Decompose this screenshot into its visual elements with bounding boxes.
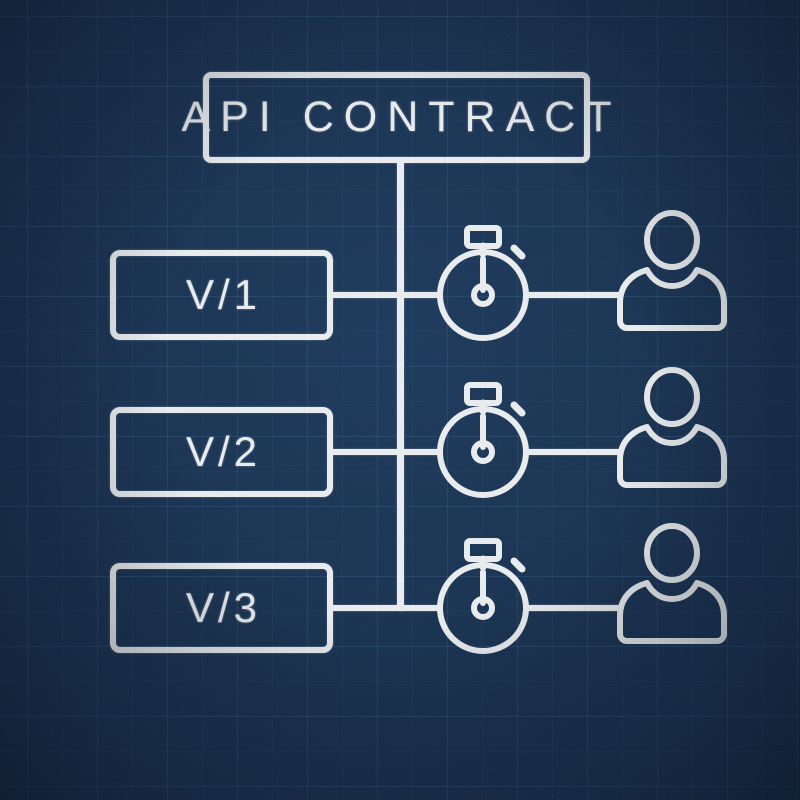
stopwatch-icon bbox=[437, 225, 529, 341]
stopwatch-icon bbox=[437, 538, 529, 654]
connector-v3-box-stopwatch bbox=[330, 605, 442, 611]
version-label-v1: V/1 bbox=[185, 271, 262, 318]
version-label-v3: V/3 bbox=[185, 584, 262, 631]
connector-v2-stopwatch-user bbox=[525, 449, 623, 455]
version-node-v2: V/2 bbox=[110, 407, 333, 497]
version-label-v2: V/2 bbox=[185, 428, 262, 475]
connector-v2-box-stopwatch bbox=[330, 449, 442, 455]
version-node-v1: V/1 bbox=[110, 250, 333, 340]
api-contract-node: API CONTRACT bbox=[181, 72, 612, 163]
stopwatch-icon bbox=[437, 382, 529, 498]
connector-v1-stopwatch-user bbox=[525, 292, 623, 298]
connector-v1-box-stopwatch bbox=[330, 292, 442, 298]
user-icon bbox=[617, 367, 727, 488]
api-contract-label: API CONTRACT bbox=[181, 93, 622, 141]
user-icon bbox=[617, 523, 727, 644]
user-icon bbox=[617, 210, 727, 331]
connector-v3-stopwatch-user bbox=[525, 605, 623, 611]
trunk-connector bbox=[397, 160, 404, 611]
version-node-v3: V/3 bbox=[110, 563, 333, 653]
